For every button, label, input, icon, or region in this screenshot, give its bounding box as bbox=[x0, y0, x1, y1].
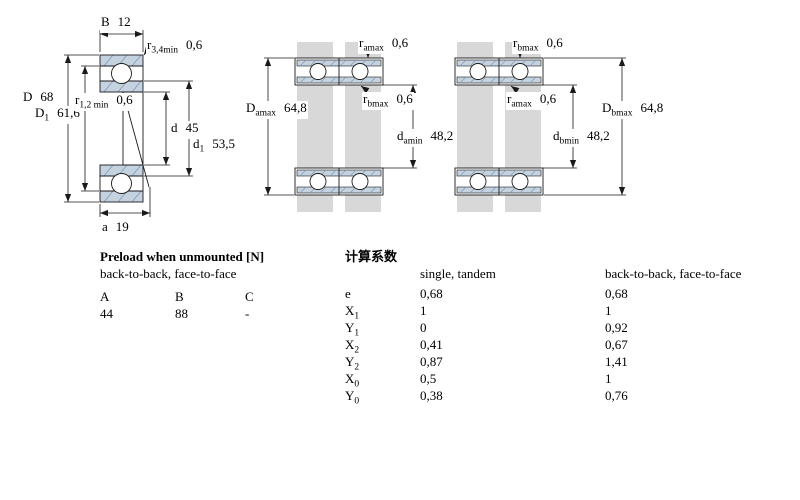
ball-top bbox=[111, 63, 132, 84]
factors-col2-header: back-to-back, face-to-face bbox=[605, 266, 742, 281]
factor-row-Y2: Y2 0,87 1,41 bbox=[0, 354, 800, 373]
factors-col1-header: single, tandem bbox=[420, 266, 496, 281]
factor-value-2: 1 bbox=[605, 371, 612, 386]
factor-label: X1 bbox=[345, 303, 360, 322]
preload-value-A: 44 bbox=[100, 306, 113, 321]
factor-label: X0 bbox=[345, 371, 360, 390]
preload-col-header-A: A bbox=[100, 289, 110, 304]
factor-value-1: 0,87 bbox=[420, 354, 443, 369]
factor-value-1: 0,41 bbox=[420, 337, 443, 352]
factor-row-X0: X0 0,5 1 bbox=[0, 371, 800, 390]
preload-subtitle: back-to-back, face-to-face bbox=[100, 266, 237, 281]
factor-row-Y1: Y1 0 0,92 bbox=[0, 320, 800, 339]
factor-label: Y2 bbox=[345, 354, 360, 373]
hatch-lines bbox=[459, 59, 537, 194]
factor-label: e bbox=[345, 286, 351, 301]
preload-title: Preload when unmounted [N] bbox=[100, 249, 265, 264]
factor-row-X1: X1 1 1 bbox=[0, 303, 800, 322]
factor-value-2: 1,41 bbox=[605, 354, 628, 369]
dimension-lines bbox=[510, 49, 626, 196]
bearing-details bbox=[309, 58, 369, 195]
factor-value-2: 0,67 bbox=[605, 337, 628, 352]
preload-value-B: 88 bbox=[175, 306, 188, 321]
factor-value-2: 0,68 bbox=[605, 286, 628, 301]
preload-value-C: - bbox=[245, 306, 250, 321]
factor-label: Y1 bbox=[345, 320, 360, 339]
arrangement-face-to-face bbox=[454, 42, 626, 212]
factor-value-2: 0,76 bbox=[605, 388, 628, 403]
hatch-lines bbox=[103, 54, 142, 203]
factor-value-1: 0,38 bbox=[420, 388, 443, 403]
factor-label: X2 bbox=[345, 337, 360, 356]
ball-bottom bbox=[111, 173, 132, 194]
factor-value-1: 1 bbox=[420, 303, 427, 318]
factor-row-X2: X2 0,41 0,67 bbox=[0, 337, 800, 356]
factor-value-2: 0,92 bbox=[605, 320, 628, 335]
arrangement-back-to-back bbox=[264, 42, 417, 212]
factors-title: 计算系数 bbox=[345, 249, 398, 264]
factor-value-2: 1 bbox=[605, 303, 612, 318]
factor-row-Y0: Y0 0,38 0,76 bbox=[0, 388, 800, 407]
factor-value-1: 0,68 bbox=[420, 286, 443, 301]
factor-value-1: 0 bbox=[420, 320, 427, 335]
ring-fills bbox=[100, 55, 143, 202]
bearing-details bbox=[469, 58, 529, 195]
factor-value-1: 0,5 bbox=[420, 371, 437, 386]
factor-row-e: e 0,68 0,68 bbox=[0, 286, 800, 302]
factor-label: Y0 bbox=[345, 388, 360, 407]
preload-col-header-B: B bbox=[175, 289, 184, 304]
hatch-lines bbox=[299, 59, 377, 194]
preload-col-header-C: C bbox=[245, 289, 254, 304]
